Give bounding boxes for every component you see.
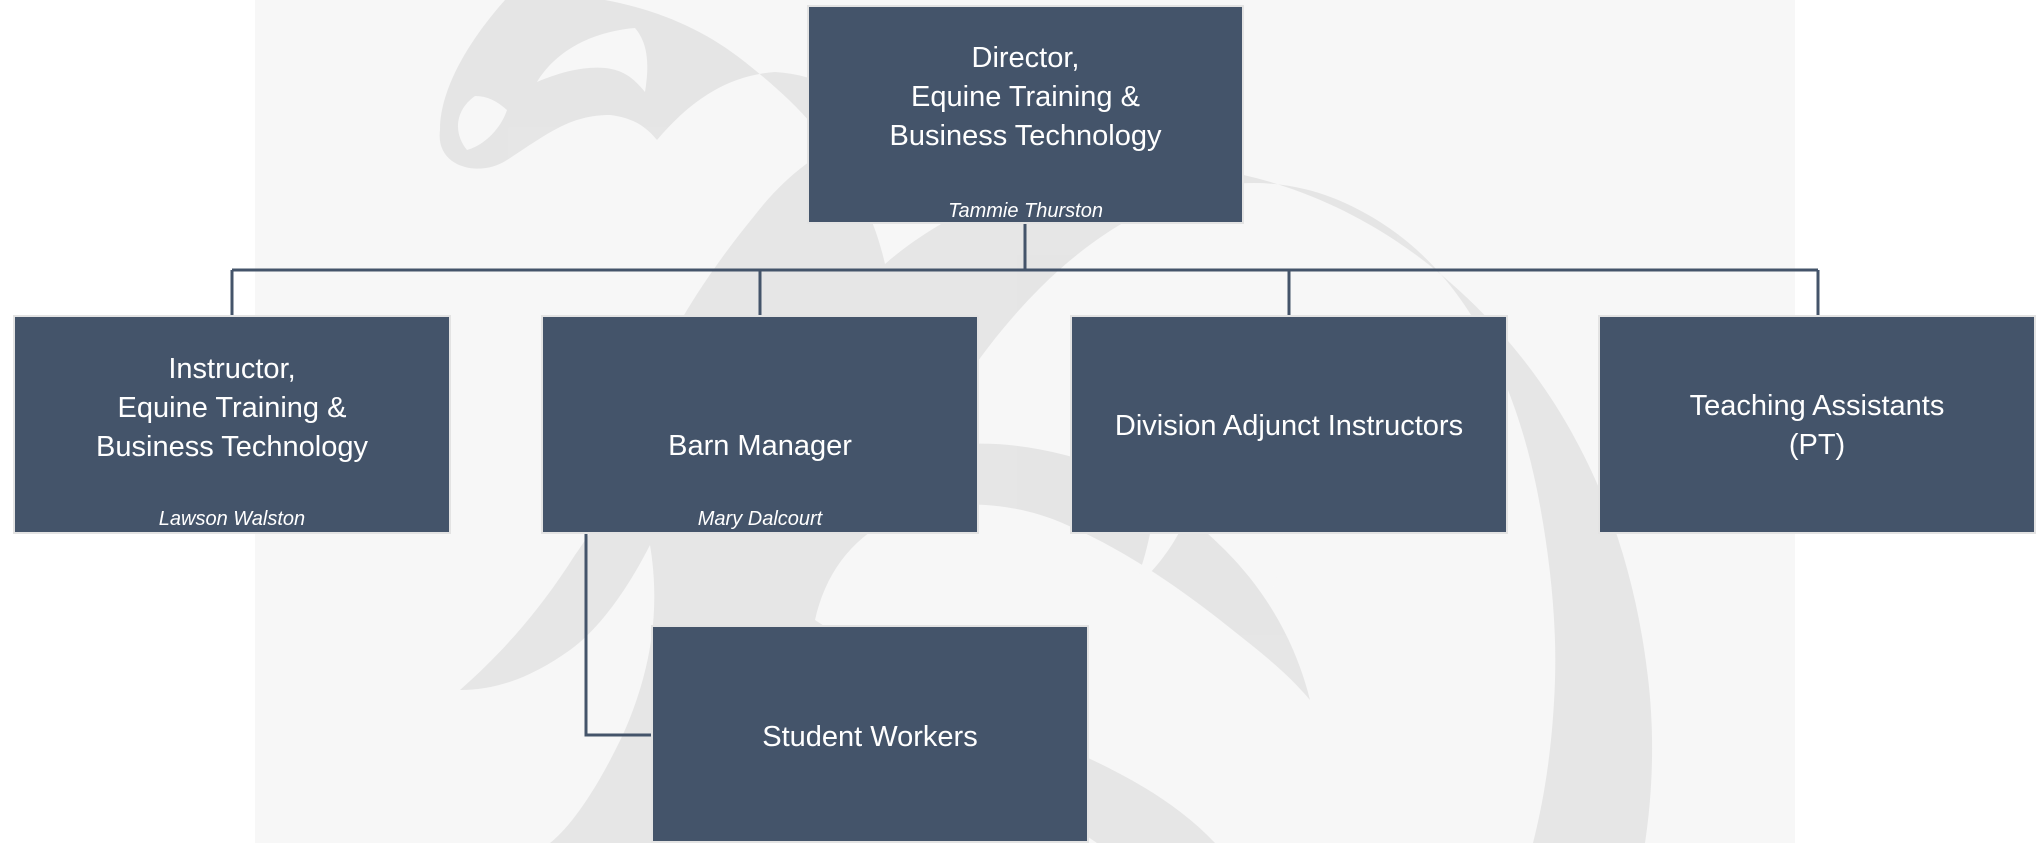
- director-title: Director, Equine Training & Business Tec…: [889, 42, 1162, 152]
- instructor-title: Instructor, Equine Training & Business T…: [96, 353, 368, 463]
- barn-manager-person: Mary Dalcourt: [697, 508, 823, 530]
- student-workers-node: Student Workers: [651, 625, 1089, 843]
- director-person: Tammie Thurston: [948, 200, 1103, 222]
- student-workers-title: Student Workers: [762, 721, 978, 753]
- instructor-node: Instructor, Equine Training & Business T…: [13, 315, 451, 534]
- adjunct-instructors-title: Division Adjunct Instructors: [1114, 410, 1464, 442]
- director-node: Director, Equine Training & Business Tec…: [807, 5, 1244, 224]
- teaching-assistants-title: Teaching Assistants (PT): [1689, 390, 1945, 461]
- student-workers-connector: [584, 534, 652, 737]
- instructor-person: Lawson Walston: [158, 508, 306, 530]
- barn-manager-node: Barn Manager Mary Dalcourt: [541, 315, 979, 534]
- teaching-assistants-node: Teaching Assistants (PT): [1598, 315, 2036, 534]
- adjunct-instructors-node: Division Adjunct Instructors: [1070, 315, 1508, 534]
- barn-manager-title: Barn Manager: [668, 430, 852, 462]
